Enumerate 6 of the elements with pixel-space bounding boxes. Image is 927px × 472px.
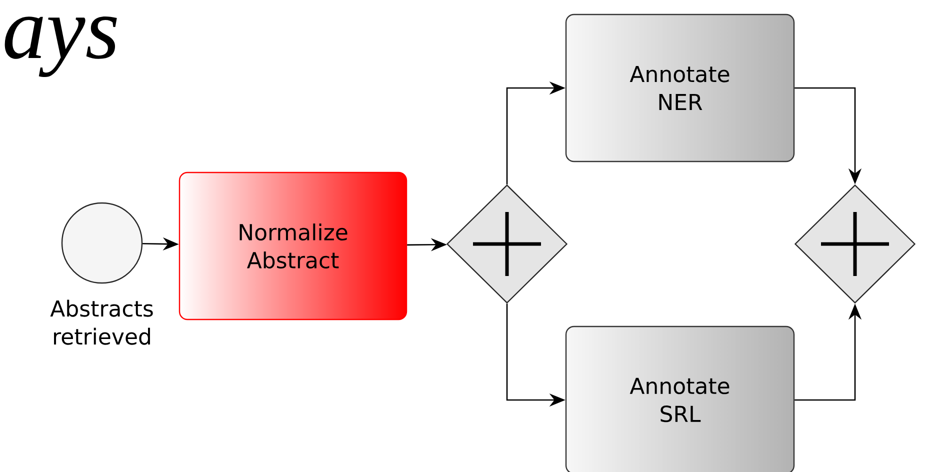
event-label: Abstracts retrieved — [50, 300, 153, 345]
heading-fragment: ays — [4, 16, 117, 77]
start-event-circle — [61, 202, 143, 284]
task-box: Normalize Abstract — [178, 172, 408, 320]
task-box: Annotate NER — [565, 14, 795, 162]
task-box: Annotate SRL — [565, 326, 795, 472]
